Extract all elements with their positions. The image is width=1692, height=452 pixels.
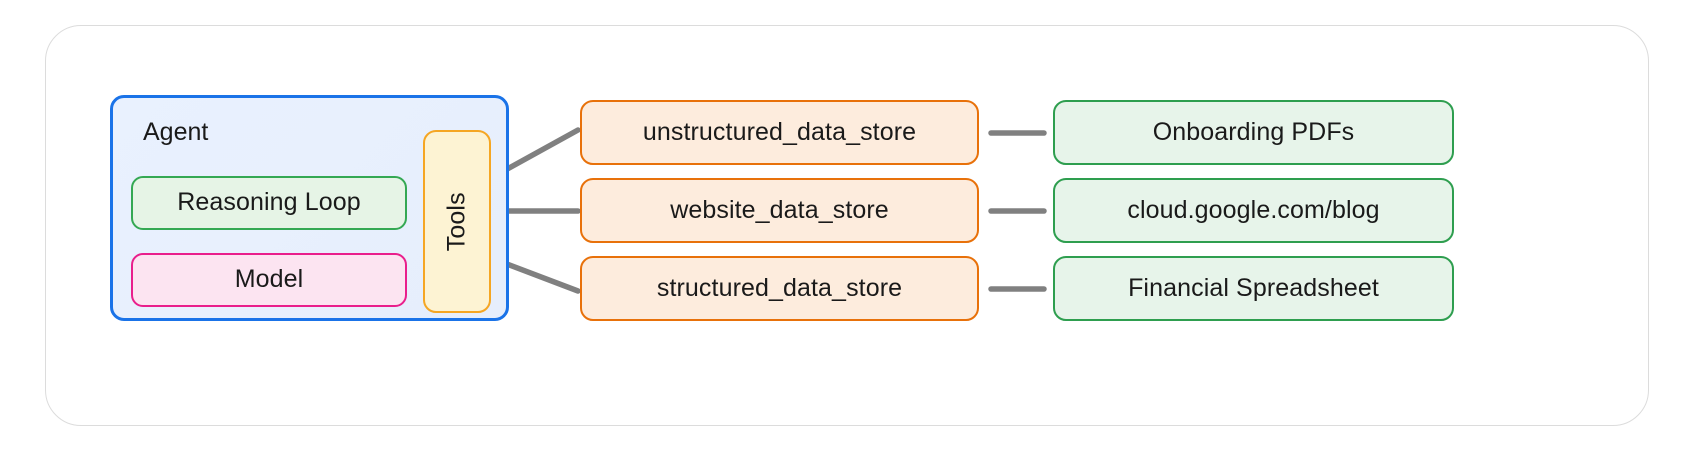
- data-store-unstructured-label: unstructured_data_store: [642, 117, 917, 146]
- source-onboarding-pdfs[interactable]: Onboarding PDFs: [1053, 100, 1454, 165]
- model-label: Model: [234, 265, 304, 294]
- tools-label: Tools: [442, 192, 471, 251]
- reasoning-loop-label: Reasoning Loop: [177, 188, 361, 217]
- data-store-website-label: website_data_store: [670, 195, 889, 224]
- source-onboarding-pdfs-label: Onboarding PDFs: [1152, 117, 1355, 146]
- data-store-structured-label: structured_data_store: [656, 273, 903, 302]
- data-store-unstructured[interactable]: unstructured_data_store: [580, 100, 979, 165]
- agent-title: Agent: [143, 118, 209, 146]
- reasoning-loop-node[interactable]: Reasoning Loop: [131, 176, 407, 230]
- source-financial-spreadsheet[interactable]: Financial Spreadsheet: [1053, 256, 1454, 321]
- tools-node[interactable]: Tools: [423, 130, 491, 313]
- model-node[interactable]: Model: [131, 253, 407, 307]
- data-store-website[interactable]: website_data_store: [580, 178, 979, 243]
- source-cloud-blog-label: cloud.google.com/blog: [1127, 195, 1380, 224]
- data-store-structured[interactable]: structured_data_store: [580, 256, 979, 321]
- source-financial-spreadsheet-label: Financial Spreadsheet: [1128, 273, 1379, 302]
- source-cloud-blog[interactable]: cloud.google.com/blog: [1053, 178, 1454, 243]
